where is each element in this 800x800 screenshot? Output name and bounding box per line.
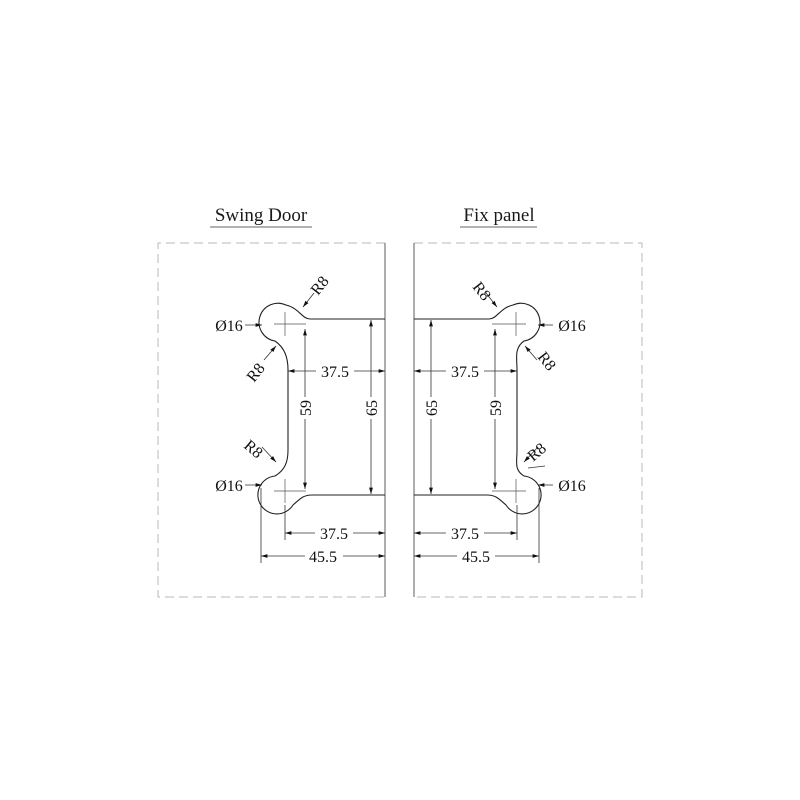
swing-door-r8-inner-top-label: R8 <box>244 360 269 385</box>
swing-door-center-marks <box>274 312 306 503</box>
fix-panel-view: Fix panel Ø16 R8 R8 37.5 59 65 R8 Ø16 <box>413 205 643 598</box>
swing-door-width-top-label: 37.5 <box>321 364 349 381</box>
swing-door-r8-bottom-label: R8 <box>240 437 265 462</box>
swing-door-r8-top-label: R8 <box>308 273 333 298</box>
fix-panel-r8-top-label: R8 <box>469 279 494 304</box>
swing-door-view: Swing Door Ø16 R8 R8 37.5 59 <box>157 205 386 598</box>
fix-panel-dia-bottom-label: Ø16 <box>558 478 586 495</box>
fix-panel-dia-top-label: Ø16 <box>558 318 586 335</box>
swing-door-dia-top-label: Ø16 <box>215 318 243 335</box>
fix-panel-r8-inner-top-leader <box>524 345 538 361</box>
swing-door-total-width-label: 45.5 <box>309 549 337 566</box>
fix-panel-r8-top-leader <box>485 292 498 308</box>
fix-panel-center-height-label: 59 <box>488 400 505 416</box>
fix-panel-r8-bottom-label: R8 <box>525 440 550 465</box>
fix-panel-width-bottom-label: 37.5 <box>451 526 479 543</box>
swing-door-dia-bottom-label: Ø16 <box>215 478 243 495</box>
swing-door-r8-inner-top-leader <box>263 345 277 361</box>
fix-panel-total-width-label: 45.5 <box>462 549 490 566</box>
fix-panel-width-top-label: 37.5 <box>451 364 479 381</box>
fix-panel-cutout-profile <box>414 302 542 515</box>
swing-door-center-height-label: 59 <box>298 400 315 416</box>
fix-panel-r8-inner-top-label: R8 <box>534 349 559 374</box>
swing-door-glass-outline <box>157 242 385 598</box>
fix-panel-glass-outline <box>414 242 643 598</box>
swing-door-total-height-label: 65 <box>364 400 381 416</box>
swing-door-r8-top-leader <box>302 292 315 308</box>
swing-door-r8-bottom-leader <box>261 446 277 463</box>
swing-door-cutout-profile <box>257 302 385 515</box>
fix-panel-title: Fix panel <box>463 205 534 226</box>
fix-panel-r8-bottom-leader <box>523 446 539 463</box>
fix-panel-total-height-label: 65 <box>424 400 441 416</box>
swing-door-title: Swing Door <box>215 205 308 226</box>
fix-panel-center-marks <box>492 312 526 503</box>
swing-door-width-bottom-label: 37.5 <box>320 526 348 543</box>
